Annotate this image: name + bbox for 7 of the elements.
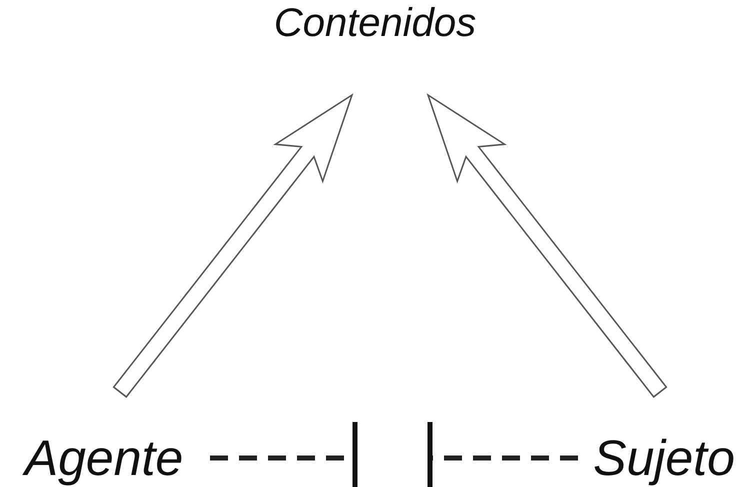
- dashed-line: [428, 422, 578, 487]
- concept-label: Contenidos: [274, 0, 476, 46]
- block-arrow: [426, 93, 668, 398]
- concept-label: Sujeto: [593, 430, 735, 487]
- dashed-line: [210, 422, 358, 487]
- block-arrow: [112, 93, 354, 398]
- concept-label: Agente: [24, 430, 184, 487]
